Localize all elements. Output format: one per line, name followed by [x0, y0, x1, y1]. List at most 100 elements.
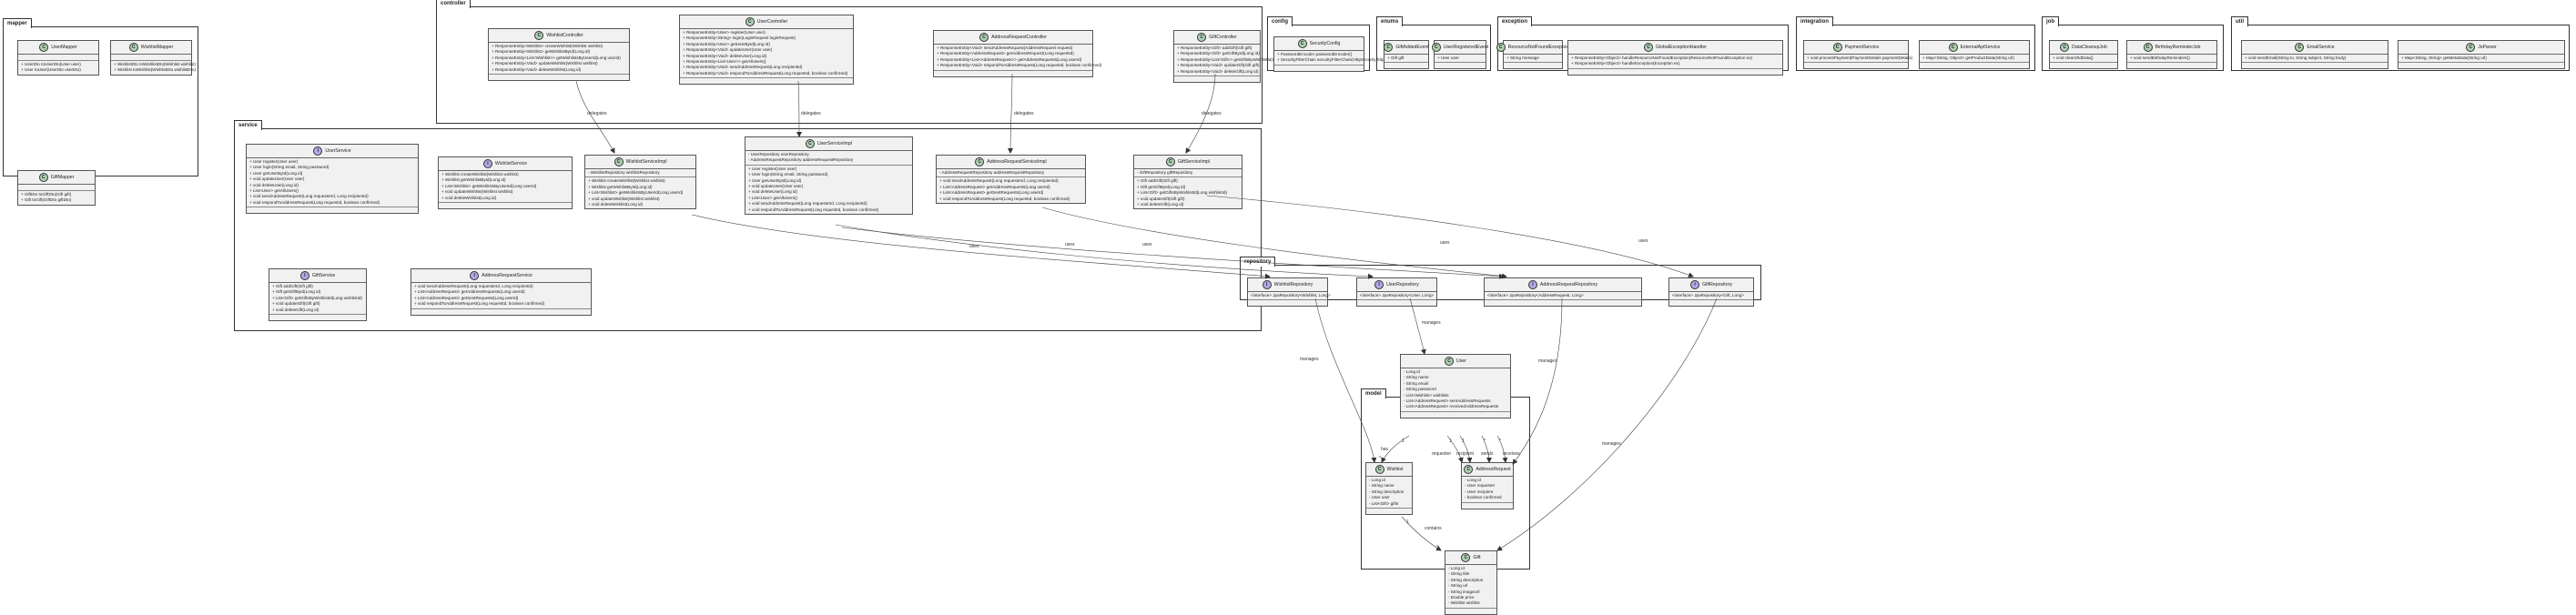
class-member: - List<Wishlist> wishlists [1404, 392, 1449, 398]
class-member: + User toUser(UserDto userDto) [21, 67, 81, 73]
class-name: WishlistServiceImpl [625, 159, 667, 165]
class-member: + void deleteWishlist(Long id) [441, 195, 497, 200]
class-member: + void updateWishlist(Wishlist wishlist) [441, 189, 513, 195]
class-icon: C [1948, 43, 1958, 52]
class-icon: C [2466, 43, 2476, 52]
edge-label-requester: requester [1432, 451, 1451, 457]
class-icon: C [2060, 43, 2070, 52]
class-icon: C [1464, 465, 1474, 474]
class-member: - User recipient [1465, 489, 1494, 494]
edge-addressrequestcontroller-delegates [1008, 73, 1014, 154]
class-section: <interface> JpaRepository<Wishlist, Long… [1248, 292, 1331, 301]
class-section: + Map<String, String> getMetaData(String… [2399, 55, 2564, 64]
class-member: + ResponseEntity<Object> handleResourceN… [1571, 55, 1753, 60]
class-icon: C [2143, 43, 2153, 52]
class-section: - WishlistRepository wishlistRepository [585, 169, 695, 178]
class-section: + User user [1435, 55, 1486, 64]
class-name: BirthdayReminderJob [2155, 45, 2201, 50]
class-section [1445, 609, 1496, 614]
class-member: - String description [1369, 489, 1405, 494]
interface-icon: I [1690, 280, 1700, 289]
class-member: + void deleteUser(Long id) [748, 189, 798, 195]
class-member: + void respondToAddressRequest(Long requ… [414, 301, 545, 307]
class-name: Gift [1473, 555, 1481, 560]
class-section: + ResponseEntity<User> register(User use… [680, 29, 853, 79]
package-integration: integration [1796, 16, 2035, 71]
class-member: + ResponseEntity<AddressRequest> getAddr… [937, 51, 1074, 56]
class-member: + SecurityFilterChain securityFilterChai… [1277, 57, 1386, 63]
class-member: + User getUserById(Long id) [249, 170, 303, 176]
class-member: + Wishlist getWishlistById(Long id) [441, 177, 506, 183]
class-member: - WishlistRepository wishlistRepository [588, 170, 660, 175]
interface-icon: I [1262, 280, 1272, 289]
interface-icon: I [1374, 280, 1384, 289]
class-name: GiftRepository [1702, 282, 1732, 287]
class-name: UserService [325, 148, 351, 154]
class-name: UserMapper [51, 45, 77, 50]
class-member: - List<Gift> gifts [1369, 500, 1399, 506]
class-member: + User user [1437, 55, 1459, 60]
class-name: Wishlist [1386, 467, 1404, 472]
class-icon: C [805, 139, 815, 148]
class-member: - List<AddressRequest> receivedAddressRe… [1404, 404, 1499, 409]
class-member: + void cleanOldData() [2053, 55, 2094, 60]
class-member: + ResponseEntity<Void> updateUser(User u… [683, 47, 773, 53]
class-member: + UserDto toUserDto(User user) [21, 62, 81, 66]
class-member: + User getUserById(Long id) [748, 177, 802, 183]
edge-label-manages-1: manages [1300, 357, 1319, 362]
class-section: <interface> JpaRepository<AddressRequest… [1485, 292, 1641, 301]
class-section: + Wishlist createWishlist(Wishlist wishl… [439, 171, 572, 204]
edge-label-manages-2: manages [1422, 320, 1441, 326]
edge-label-uses-4: uses [1440, 240, 1450, 246]
interface-icon: I [1527, 280, 1537, 289]
class-member: + ResponseEntity<Void> deleteGift(Long i… [1177, 68, 1259, 74]
class-member: <interface> JpaRepository<Wishlist, Long… [1251, 293, 1331, 297]
class-icon: C [1374, 465, 1384, 474]
class-icon: C [1431, 43, 1441, 52]
class-member: + User register(User user) [249, 159, 299, 164]
class-name: UserRegisteredEvent [1443, 45, 1489, 50]
edge-usercontroller-delegates [796, 80, 802, 137]
edge-label-has: has [1381, 447, 1389, 452]
edge-wishlistserviceimpl-uses [691, 214, 1271, 279]
edge-giftserviceimpl-uses [1206, 195, 1694, 278]
class-section: + void sendAddressRequest(Long requester… [937, 177, 1085, 203]
class-member: - AddressRequestRepository addressReques… [748, 157, 854, 163]
class-section: - AddressRequestRepository addressReques… [937, 169, 1085, 178]
class-name: ResourceNotFoundException [1507, 45, 1570, 50]
class-member: + void updateUser(User user) [748, 184, 804, 189]
relations: delegates delegates delegates delegates … [575, 73, 1718, 551]
edge-user-has-wishlist [1381, 435, 1410, 463]
class-name: AddressRequestRepository [1539, 282, 1598, 287]
class-name: JsParser [2478, 45, 2497, 50]
class-member: + ResponseEntity<Gift> addGift(Gift gift… [1177, 45, 1253, 50]
multiplicity-7: 1 [1406, 519, 1409, 525]
class-member: + void sendAddressRequest(Long requester… [748, 201, 867, 207]
class-icon: C [1832, 43, 1842, 52]
class-member: + ResponseEntity<Void> deleteWishlist(Lo… [492, 66, 582, 72]
class-member: + ResponseEntity<Gift> getGiftById(Long … [1177, 51, 1260, 56]
class-member: - User user [1369, 495, 1390, 500]
class-member: + ResponseEntity<String> login(LoginRequ… [683, 35, 796, 41]
class-name: AddressRequestController [991, 35, 1047, 40]
class-icon: C [38, 173, 48, 182]
edge-giftrepository-manages [1496, 297, 1718, 551]
class-member: - UserRepository userRepository [748, 152, 809, 156]
class-member: + List<AddressRequest> getAddressRequest… [414, 289, 525, 295]
class-member: + Wishlist createWishlist(Wishlist wishl… [441, 172, 519, 176]
class-icon: C [1644, 43, 1654, 52]
interface-icon: I [299, 271, 309, 280]
